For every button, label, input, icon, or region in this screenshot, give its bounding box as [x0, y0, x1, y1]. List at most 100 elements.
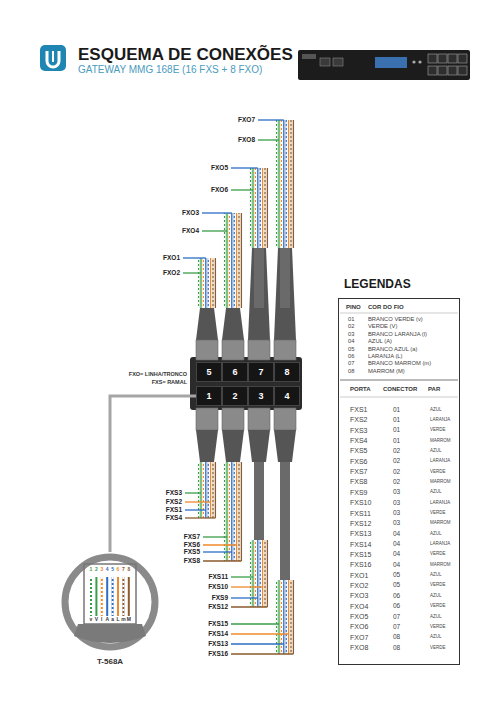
wire [231, 462, 232, 561]
pin-number: 03 [348, 332, 354, 338]
port-label: FXS13 [208, 641, 228, 648]
wire-stripe [234, 462, 235, 561]
pin-wire-stripe [90, 577, 92, 616]
wire-lead [185, 492, 201, 493]
wire [224, 462, 225, 561]
table-cell: AZUL [430, 532, 442, 537]
port-box: 4 [274, 386, 300, 406]
table-cell: FXS14 [350, 541, 371, 548]
wire-stripe [198, 258, 199, 308]
wire [276, 120, 277, 248]
wire [208, 462, 209, 518]
port-label: FXS16 [208, 651, 228, 658]
pin-wire [122, 577, 124, 616]
wire-lead [231, 633, 289, 634]
pin-wire [106, 577, 108, 616]
plug-boot [274, 248, 296, 340]
pin-wire [90, 577, 92, 616]
wire-lead [231, 167, 258, 168]
table-cell: VERDE [430, 646, 446, 651]
plug-body [196, 340, 218, 360]
pin-wire [128, 577, 130, 616]
pin-number: 08 [348, 369, 354, 375]
wire [290, 580, 291, 654]
logo [40, 45, 66, 71]
wire-lead [231, 623, 279, 624]
connector-line [110, 396, 196, 552]
table-cell: 01 [393, 407, 400, 414]
table-cell: 06 [393, 593, 400, 600]
table-cell: FXO6 [350, 623, 368, 630]
port-label: FXO2 [163, 270, 180, 277]
pin-number: 7 [122, 567, 125, 572]
port-label: FXS10 [208, 584, 228, 591]
wire [267, 540, 268, 607]
pin-wire-stripe [101, 577, 103, 616]
pin-number: 8 [127, 567, 130, 572]
wire [234, 213, 235, 308]
wire-stripe [260, 540, 261, 607]
plug-base [74, 624, 146, 643]
table-cell: FXS6 [350, 458, 368, 465]
wire [203, 258, 204, 308]
plug-body [222, 408, 244, 430]
table-cell: 04 [393, 541, 400, 548]
table-cell: AZUL [430, 573, 442, 578]
device-port [333, 58, 343, 66]
table-cell: 02 [393, 448, 400, 455]
table-cell: 01 [393, 438, 400, 445]
wire-stripe [286, 120, 287, 248]
wire [250, 168, 251, 248]
wire-stripe [212, 462, 213, 518]
cable [280, 248, 290, 308]
wire [288, 120, 289, 248]
wire [278, 120, 279, 248]
wire [283, 580, 284, 654]
wire-lead [183, 257, 206, 258]
wire [264, 540, 265, 607]
wire-stripe [290, 120, 291, 248]
wire [278, 580, 279, 654]
table-cell: VERDE [430, 511, 446, 516]
wire [226, 213, 227, 308]
port-label: FXS3 [166, 490, 182, 497]
port-label: FXS6 [184, 542, 200, 549]
table-cell: AZUL [430, 615, 442, 620]
table-cell: LARANJA [430, 459, 450, 464]
wire-stripe [290, 580, 291, 654]
connector-block [190, 357, 302, 410]
wire [250, 540, 251, 607]
wire [238, 462, 239, 561]
note: FXO= LINHA/TRONCO [129, 372, 187, 378]
wire [236, 462, 237, 561]
pin-wire [95, 577, 97, 616]
table-cell: VERDE [430, 604, 446, 609]
pin-letter: a [111, 617, 114, 622]
wire [281, 580, 282, 654]
device-port [320, 58, 330, 66]
table-cell: FXS4 [350, 437, 368, 444]
wire-lead [203, 551, 232, 552]
pin-number: 07 [348, 361, 354, 367]
wire-stripe [260, 168, 261, 248]
port-label: FXS15 [208, 621, 228, 628]
table-divider [340, 313, 458, 314]
wire-color: VERDE (V) [368, 324, 397, 330]
port-label: FXS7 [184, 534, 200, 541]
wire-stripe [264, 540, 265, 607]
port-number: 6 [223, 363, 247, 377]
subtitle: GATEWAY MMG 168E (16 FXS + 8 FXO) [78, 65, 262, 75]
port-box: 5 [196, 362, 222, 382]
table-cell: LARANJA [430, 418, 450, 423]
table-header: COR DO FIO [368, 304, 404, 310]
table-cell: FXO8 [350, 644, 368, 651]
wire [290, 120, 291, 248]
wire [255, 540, 256, 607]
logo-mark [52, 51, 54, 62]
plug-boot [196, 308, 218, 340]
plug-outline [84, 564, 136, 624]
wire-color: BRANCO VERDE (v) [368, 317, 423, 323]
table-cell: FXS5 [350, 447, 368, 454]
wire [210, 462, 211, 518]
table-header: PINO [346, 304, 361, 310]
